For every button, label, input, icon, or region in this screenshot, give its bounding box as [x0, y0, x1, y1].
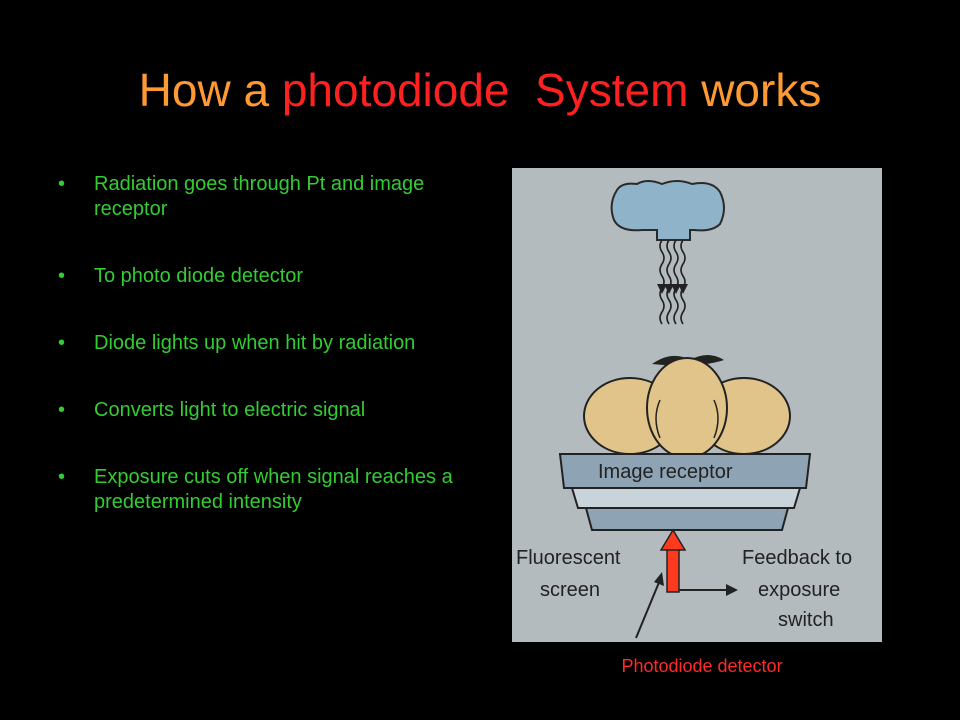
signal-arrow-shaft [666, 547, 680, 593]
radiation-waves [659, 239, 686, 325]
title-part-how-a: How a [138, 64, 282, 116]
bullet-text: Diode lights up when hit by radiation [94, 332, 416, 354]
bullet-dot: • [58, 332, 66, 354]
fluorescent-label-line1: Fluorescent [516, 547, 621, 569]
bullet-dot: • [58, 466, 66, 488]
bullet-text: Radiation goes through Pt and image rece… [94, 173, 425, 220]
photodiode-diagram: Image receptor Fluorescent screen Feedba… [512, 168, 882, 642]
diagram-svg: Image receptor Fluorescent screen Feedba… [516, 180, 852, 639]
bullet-item: • To photo diode detector [58, 264, 478, 289]
feedback-label-line1: Feedback to [742, 547, 852, 569]
bullet-item: • Radiation goes through Pt and image re… [58, 172, 478, 222]
image-receptor-plate [558, 453, 812, 489]
bullet-item: • Diode lights up when hit by radiation [58, 331, 478, 356]
fluorescent-label-line2: screen [540, 579, 600, 601]
patient-head [646, 357, 728, 459]
feedback-label-line2: exposure [758, 579, 840, 601]
bullet-text: Converts light to electric signal [94, 399, 366, 421]
feedback-arrowhead [726, 584, 738, 596]
bullet-item: • Converts light to electric signal [58, 398, 478, 423]
signal-arrow-head [659, 528, 687, 551]
patient-face-line-right [713, 399, 719, 439]
photodiode-tray [584, 507, 790, 531]
image-receptor-label: Image receptor [598, 461, 733, 483]
bullet-dot: • [58, 265, 66, 287]
screen-pointer-line [635, 579, 661, 639]
feedback-label-line3: switch [778, 609, 834, 631]
bullet-dot: • [58, 399, 66, 421]
bullet-list: • Radiation goes through Pt and image re… [58, 172, 478, 515]
fluorescent-screen-layer [570, 487, 802, 509]
slide-title: How a photodiode System works [0, 62, 960, 118]
title-part-photodiode-system: photodiode System [281, 64, 689, 116]
bullet-dot: • [58, 173, 66, 195]
screen-pointer-head [654, 572, 664, 586]
radiation-arrowheads [657, 284, 688, 294]
bullet-text: Exposure cuts off when signal reaches a … [94, 466, 453, 513]
xray-tube-shape [610, 180, 725, 241]
patient-face-line-left [655, 399, 661, 439]
figure-caption: Photodiode detector [621, 656, 783, 676]
bullet-item: • Exposure cuts off when signal reaches … [58, 465, 478, 515]
bullet-text: To photo diode detector [94, 265, 304, 287]
title-part-works: works [688, 64, 822, 116]
